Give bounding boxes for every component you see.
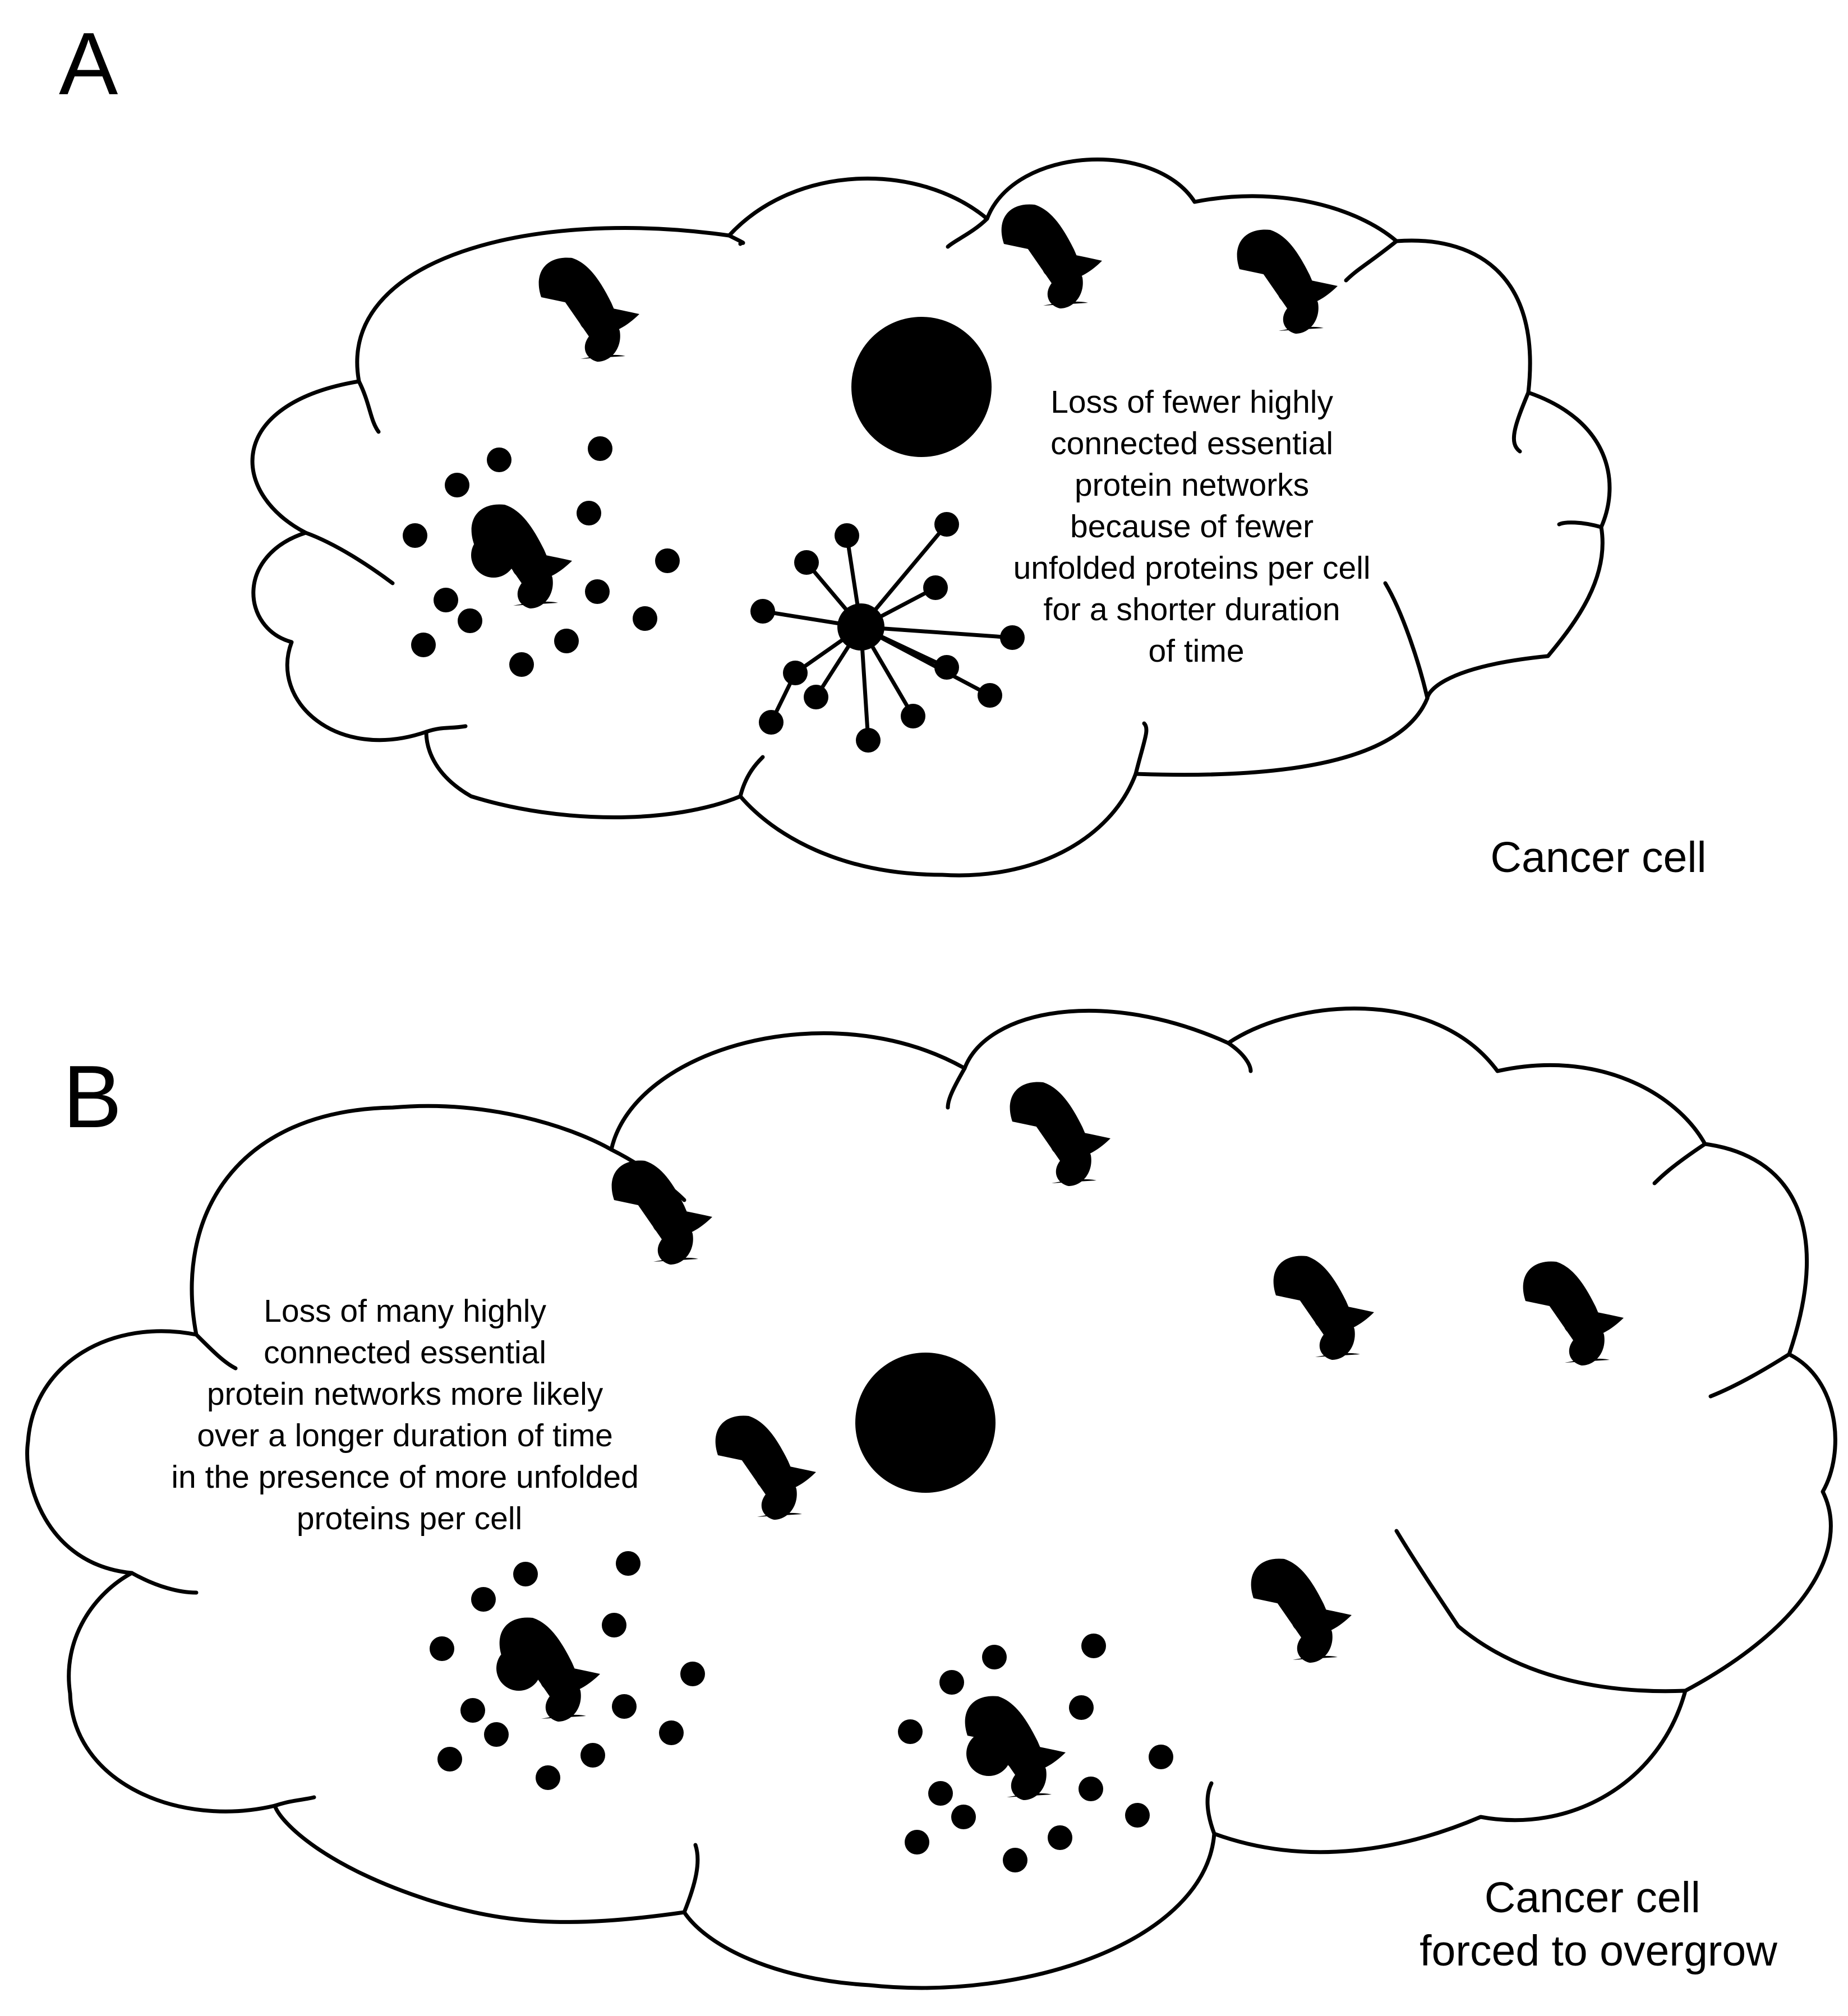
panel-b-note-line: connected essential [264,1335,546,1371]
panel-a-protein-dot-icon [458,608,482,633]
panel-a-protein-dot-icon [633,606,657,631]
panel-b-note: Loss of many highly connected essential … [171,1293,647,1537]
panel-b-protein-dot-icon [602,1613,626,1637]
panel-a-protein-dot-icon [835,523,859,548]
panel-a-protein-dot-icon [403,523,427,548]
panel-b-protein-dot-icon [1048,1825,1072,1850]
panel-b-protein-dot-icon [484,1722,509,1747]
panel-a-protein-dot-icon [411,633,436,657]
panel-a-protein-dot-icon [804,685,828,709]
panel-a-protein-dot-icon [750,599,775,624]
panel-b-note-line: protein networks more likely [207,1376,603,1412]
panel-b: B [25,1006,1837,1990]
panel-a-note-line: unfolded proteins per cell [1013,550,1371,586]
panel-a-caption: Cancer cell [1490,833,1706,882]
panel-a-protein-dot-icon [923,575,948,600]
panel-b-caption: Cancer cell forced to overgrow [1420,1874,1777,1975]
panel-a-letter: A [59,15,118,113]
panel-a-protein-dot-icon [794,550,819,575]
panel-a-note-line: because of fewer [1070,509,1314,545]
panel-b-protein-dot-icon [680,1662,705,1686]
panel-b-protein-dot-icon [471,1587,496,1612]
panel-a-hub-network [750,512,1025,753]
panel-b-cell-outline [25,1006,1837,1990]
panel-a-nucleus-icon [851,317,992,457]
panel-a-aggregate-cluster [403,436,680,677]
panel-a-aggregate-core-icon [471,533,516,578]
panel-a-protein-dot-icon [901,704,925,728]
panel-a-hub-protein-icon [837,603,884,651]
panel-b-note-line: Loss of many highly [264,1293,546,1329]
panel-b-protein-dot-icon [1079,1777,1103,1801]
panel-b-aggregate-cluster-2 [898,1634,1173,1872]
panel-b-caption-line: Cancer cell [1485,1874,1700,1922]
panel-b-letter: B [63,1048,122,1146]
panel-b-note-line: in the presence of more unfolded [171,1459,638,1495]
panel-b-protein-dot-icon [982,1645,1007,1669]
panel-a-note-line: protein networks [1075,467,1309,503]
panel-a-note: Loss of fewer highly connected essential… [1013,384,1380,669]
panel-b-protein-dot-icon [951,1805,976,1829]
panel-b-protein-dot-icon [437,1747,462,1772]
panel-a-protein-dot-icon [554,629,579,653]
panel-a-protein-dot-icon [934,655,959,680]
panel-a-protein-dot-icon [655,548,680,573]
panel-a-protein-dot-icon [585,579,610,604]
panel-b-protein-dot-icon [460,1698,485,1723]
panel-a-note-line: of time [1148,633,1244,669]
panel-b-protein-dot-icon [659,1720,684,1745]
panel-b-aggregate-core-icon [496,1646,541,1691]
panel-a-protein-dot-icon [577,501,601,525]
panel-a-protein-dot-icon [1000,625,1025,650]
panel-b-protein-dot-icon [1069,1695,1094,1720]
panel-a-protein-dot-icon [934,512,959,537]
panel-b-protein-dot-icon [928,1781,953,1806]
panel-b-protein-dot-icon [939,1670,964,1695]
panel-b-aggregate-cluster-1 [430,1551,705,1790]
panel-b-protein-dot-icon [612,1694,637,1719]
panel-a-protein-dot-icon [783,661,808,685]
panel-b-protein-dot-icon [1081,1634,1106,1658]
panel-b-protein-dot-icon [1003,1848,1027,1872]
panel-a: A [59,15,1707,882]
panel-b-aggregate-core-icon [966,1731,1011,1776]
panel-b-protein-dot-icon [1149,1745,1173,1769]
panel-b-note-line: proteins per cell [297,1501,522,1537]
panel-b-caption-line: forced to overgrow [1420,1927,1777,1975]
panel-a-protein-dot-icon [759,710,784,735]
panel-a-cell-outline [250,158,1612,878]
panel-a-protein-dot-icon [487,448,511,472]
panel-a-protein-dot-icon [978,683,1002,708]
panel-a-note-line: for a shorter duration [1044,592,1340,628]
panel-b-protein-dot-icon [580,1743,605,1768]
panel-b-protein-dot-icon [430,1636,454,1661]
panel-b-protein-dot-icon [536,1765,560,1790]
panel-a-protein-dot-icon [445,473,469,497]
panel-a-note-line: connected essential [1050,426,1333,462]
panel-b-protein-dot-icon [905,1830,929,1854]
panel-a-caption-line: Cancer cell [1490,833,1706,882]
panel-b-note-line: over a longer duration of time [197,1418,612,1454]
panel-a-protein-dot-icon [509,652,534,677]
panel-b-nucleus-icon [855,1353,996,1493]
panel-a-note-line: Loss of fewer highly [1050,384,1333,420]
panel-b-protein-dot-icon [513,1562,538,1586]
panel-b-protein-dot-icon [1125,1803,1150,1828]
panel-b-protein-dot-icon [898,1719,923,1744]
panel-b-protein-dot-icon [616,1551,640,1576]
panel-a-protein-dot-icon [588,436,612,461]
panel-a-protein-dot-icon [434,588,458,612]
panel-a-protein-dot-icon [856,728,881,753]
